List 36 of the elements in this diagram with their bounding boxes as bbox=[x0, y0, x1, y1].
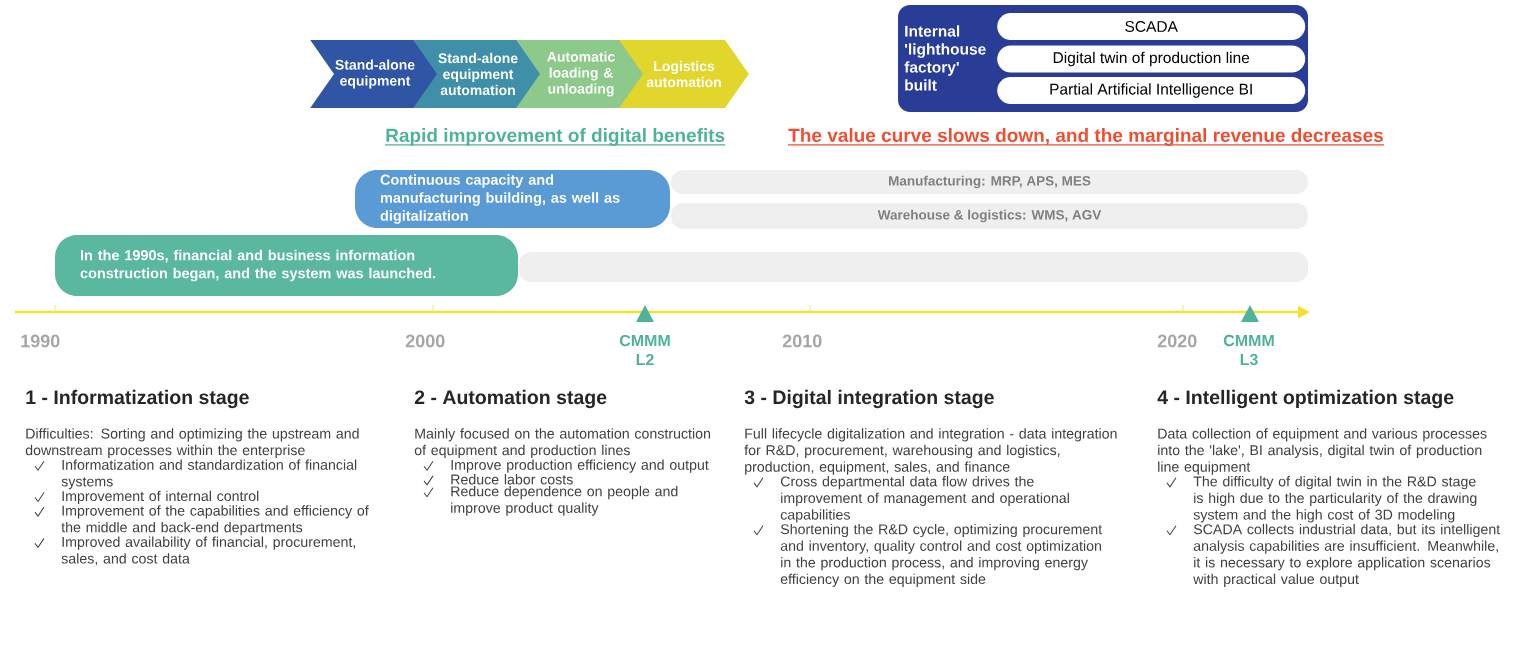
list-item: Shortening the R&D cycle, optimizing procurement and inventory, quality control and cost optimization in the production process, and improving energy efficiency on the equipment side bbox=[780, 523, 1103, 587]
list-item: Improve production efficiency and output bbox=[451, 459, 709, 473]
list-item: Improvement of the capabilities and efficiency of the middle and back-end departments bbox=[61, 505, 369, 536]
year-label: 2010 bbox=[782, 334, 822, 348]
year-label: 2020 bbox=[1157, 334, 1197, 348]
pill-label: Partial Artificial Intelligence BI bbox=[997, 77, 1306, 104]
year-label: 1990 bbox=[21, 334, 60, 348]
paragraph: Difficulties: Sorting and optimizing the upstream and downstream processes within the enterprise bbox=[25, 428, 359, 459]
phase-pill: In the 1990s, financial and business information construction began, and the system was launched. bbox=[55, 235, 518, 296]
phase-pill: Continuous capacity and manufacturing building, as well as digitalization bbox=[355, 170, 670, 228]
list-item: Cross departmental data flow drives the improvement of management and operational capabilities bbox=[780, 476, 1069, 523]
paragraph: Data collection of equipment and various processes into the 'lake', BI analysis, digital twin of production line equipment bbox=[1158, 428, 1487, 475]
stage-heading: 1 - Informatization stage bbox=[26, 389, 249, 409]
timeline-bar: Manufacturing: MRP, APS, MES bbox=[671, 170, 1308, 194]
timeline-bar bbox=[519, 252, 1308, 282]
stage-heading: 2 - Automation stage bbox=[414, 389, 607, 409]
pill-label: Digital twin of production line bbox=[997, 45, 1306, 73]
heading: The value curve slows down, and the marginal revenue decreases bbox=[787, 128, 1385, 146]
milestone-label: CMMM L2 bbox=[619, 334, 670, 366]
list-item: Informatization and standardization of financial systems bbox=[61, 459, 357, 490]
heading: Rapid improvement of digital benefits bbox=[384, 128, 726, 146]
timeline-bar: Warehouse & logistics: WMS, AGV bbox=[671, 203, 1308, 229]
list-item: Improved availability of financial, procurement, sales, and cost data bbox=[61, 536, 356, 566]
stage-heading: 3 - Digital integration stage bbox=[744, 389, 994, 409]
year-label: 2000 bbox=[405, 334, 445, 348]
list-item: SCADA collects industrial data, but its intelligent analysis capabilities are insufficient. Meanwhile, it is necessary to explore application scenarios with practical value output bbox=[1193, 523, 1501, 587]
stage-heading: 4 - Intelligent optimization stage bbox=[1157, 389, 1454, 409]
list-item: The difficulty of digital twin in the R&D stage is high due to the particularity of the drawing system and the high cost of 3D modeling bbox=[1193, 476, 1477, 523]
pill-label: SCADA bbox=[997, 13, 1306, 40]
paragraph: Full lifecycle digitalization and integration - data integration for R&D, procurement, warehousing and logistics, production, equipment, sales, and finance bbox=[744, 428, 1117, 475]
list-item: Reduce labor costs bbox=[451, 474, 573, 485]
milestone-label: CMMM L3 bbox=[1223, 334, 1274, 366]
list-item: Reduce dependence on people and improve product quality bbox=[451, 485, 678, 516]
step-banner: Logistics automation bbox=[619, 40, 749, 108]
paragraph: Mainly focused on the automation construction of equipment and production lines bbox=[414, 428, 710, 459]
list-item: Improvement of internal control bbox=[62, 490, 259, 504]
